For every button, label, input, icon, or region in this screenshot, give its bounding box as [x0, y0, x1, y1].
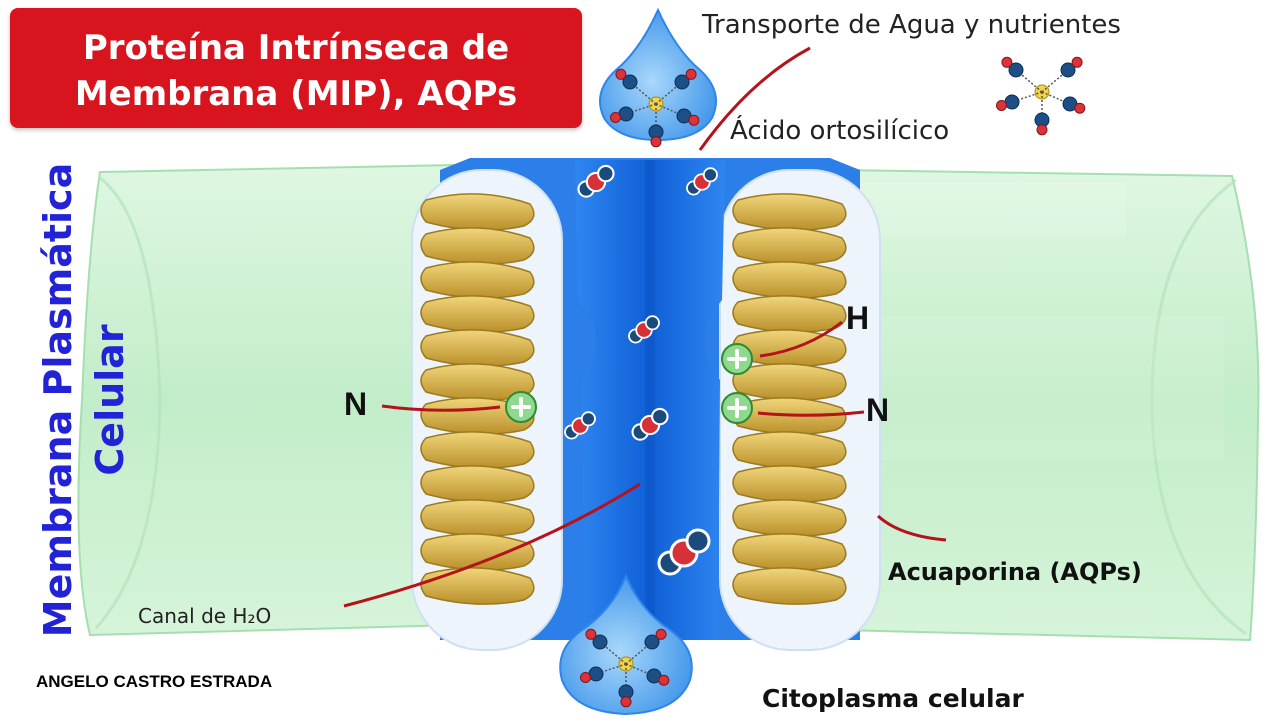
label-water-channel: Canal de H₂O	[138, 604, 272, 628]
silicic-acid-molecule-top	[610, 68, 700, 148]
pointer-n-right	[757, 410, 865, 417]
title-banner: Proteína Intrínseca de Membrana (MIP), A…	[10, 8, 582, 128]
label-h-right: H	[846, 300, 870, 336]
water-molecule-icon	[628, 315, 660, 344]
pointer-lines	[343, 46, 947, 608]
silicic-acid-molecule-legend	[996, 56, 1086, 136]
water-molecule-icon	[686, 167, 718, 196]
side-label-line-2: Celular	[88, 324, 132, 476]
positive-charge-icon	[505, 391, 537, 423]
water-molecule-icon	[564, 411, 596, 440]
pointer-n-left	[381, 404, 501, 412]
label-silicic-acid: Ácido ortosilícico	[730, 116, 950, 146]
label-n-left: N	[344, 386, 368, 422]
label-n-right: N	[866, 392, 890, 428]
label-aquaporin: Acuaporina (AQPs)	[888, 558, 1142, 586]
membrane-left	[77, 163, 456, 637]
pointer-acuaporina	[876, 514, 947, 542]
silicic-acid-molecule-bottom	[580, 628, 670, 708]
label-cytoplasm: Citoplasma celular	[762, 684, 1024, 713]
water-molecule-icon	[577, 164, 615, 198]
water-molecules	[564, 164, 718, 576]
pointer-canal	[343, 482, 641, 608]
pointer-transport	[698, 46, 811, 151]
title-line-1: Proteína Intrínseca de	[82, 28, 510, 68]
membrane-right	[839, 168, 1260, 642]
positive-charge-icon	[721, 392, 753, 424]
author-credit: ANGELO CASTRO ESTRADA	[36, 672, 273, 691]
label-transport: Transporte de Agua y nutrientes	[702, 10, 1121, 40]
pointer-h	[759, 320, 843, 358]
positive-charge-icon	[721, 343, 753, 375]
alpha-helix-left	[420, 193, 535, 605]
side-label-line-1: Membrana Plasmática	[36, 162, 80, 638]
alpha-helix-right	[732, 193, 847, 605]
water-molecule-icon	[631, 407, 669, 441]
water-molecule-icon	[657, 528, 711, 576]
title-line-2: Membrana (MIP), AQPs	[74, 74, 518, 114]
